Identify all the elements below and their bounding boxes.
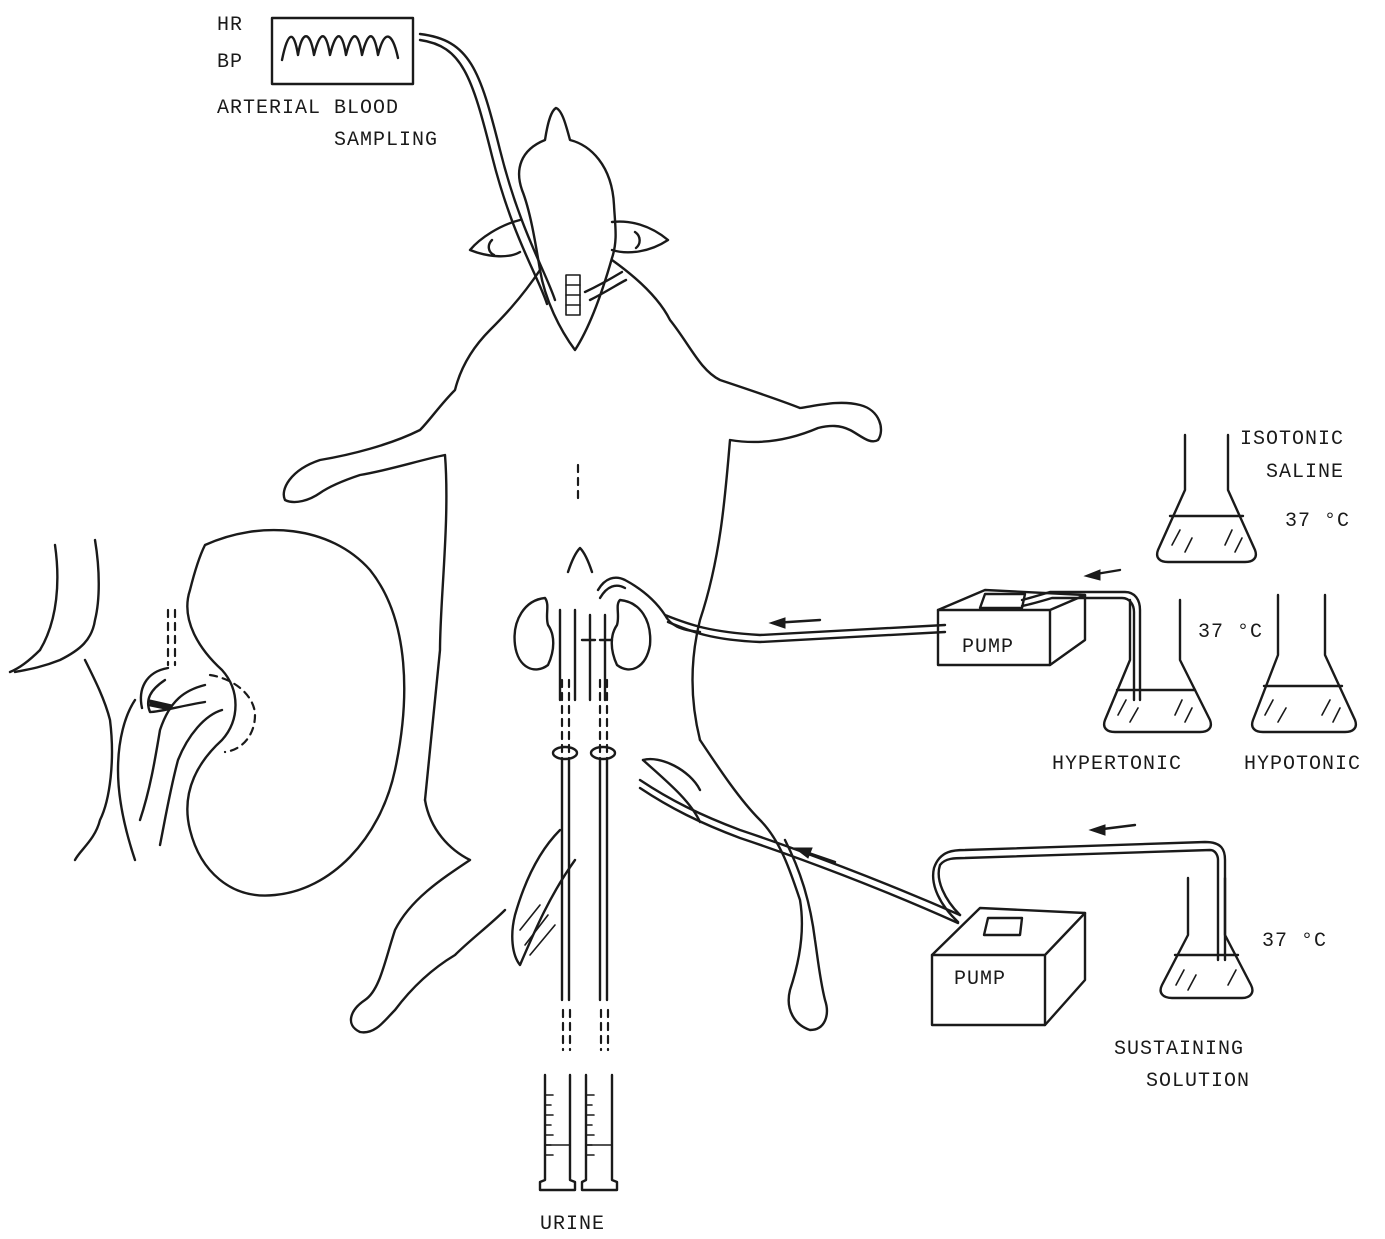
hypotonic-label: HYPOTONIC [1244, 755, 1361, 775]
sustaining-flask [1161, 878, 1253, 998]
hr-label: HR [217, 16, 243, 36]
sustaining-label-line2: SOLUTION [1146, 1072, 1250, 1092]
isotonic-label-line1: ISOTONIC [1240, 430, 1344, 450]
pump-top [938, 570, 1140, 700]
hypertonic-flask [1104, 600, 1211, 732]
bp-label: BP [217, 53, 243, 73]
hr-bp-monitor [272, 18, 413, 84]
isotonic-temperature-label: 37 °C [1285, 512, 1350, 532]
arterial-catheter [420, 34, 555, 304]
hypotonic-flask [1252, 595, 1356, 732]
sustaining-temperature-label: 37 °C [1262, 932, 1327, 952]
renal-infusion-line [665, 615, 945, 642]
kidney-detail [10, 530, 404, 896]
hypertonic-label: HYPERTONIC [1052, 755, 1182, 775]
hypertonic-temperature-label: 37 °C [1198, 623, 1263, 643]
rat-body [284, 108, 881, 1032]
pump-top-label: PUMP [962, 638, 1014, 658]
urine-label: URINE [540, 1215, 605, 1235]
sustaining-label-line1: SUSTAINING [1114, 1040, 1244, 1060]
pump-bottom [932, 825, 1225, 1025]
urine-collection-tubes [540, 1075, 617, 1190]
arterial-sampling-label-line2: SAMPLING [334, 131, 438, 151]
isotonic-label-line2: SALINE [1266, 463, 1344, 483]
arterial-sampling-label-line1: ARTERIAL BLOOD [217, 99, 399, 119]
ureter-catheters [553, 680, 615, 1050]
pump-bottom-label: PUMP [954, 970, 1006, 990]
isotonic-flask [1157, 435, 1256, 562]
